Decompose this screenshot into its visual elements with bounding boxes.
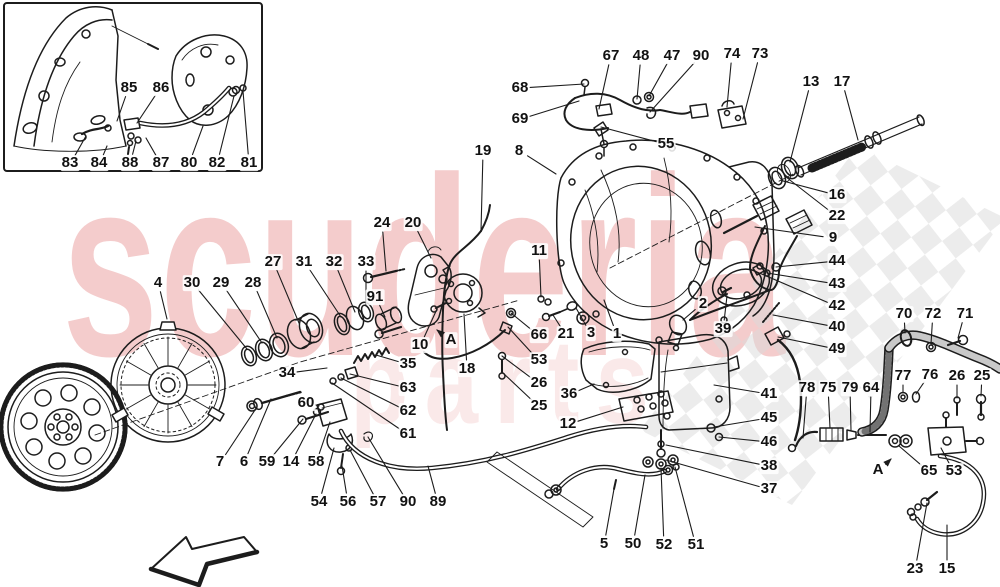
inset-detail-box	[3, 2, 263, 172]
sensors-and-wiring	[667, 195, 813, 352]
assembly-axis	[94, 172, 796, 436]
lower-hose-and-rail	[486, 451, 680, 528]
leader-lines	[74, 62, 983, 561]
input-shaft	[767, 114, 925, 190]
bleed-fittings	[423, 295, 552, 380]
direction-arrow	[148, 536, 260, 587]
clutch-slave-cylinder	[362, 204, 491, 431]
clutch-pressure-plate	[110, 321, 226, 443]
release-linkage	[246, 366, 649, 476]
flywheel	[0, 362, 128, 492]
clutch-stack-rings	[240, 301, 403, 367]
pipe-clips-top	[563, 78, 747, 157]
checkered-flag-watermark	[640, 146, 1000, 505]
